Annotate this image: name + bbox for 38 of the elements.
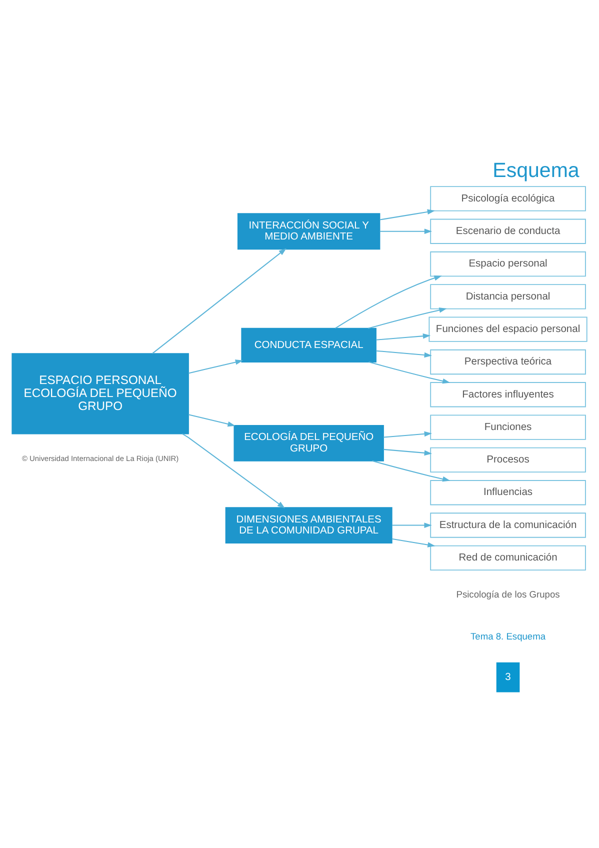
node-box: Espacio personal: [430, 250, 586, 276]
arrow: [152, 248, 286, 354]
label: Tema 8. Esquema: [470, 631, 546, 642]
node-box: CONDUCTA ESPACIAL: [241, 327, 376, 362]
node-box: Influencias: [430, 480, 586, 505]
arrow: [188, 414, 236, 426]
node-box: Estructura de la comunicación: [430, 512, 586, 538]
node-box: Perspectiva teórica: [430, 348, 586, 374]
node-box: Distancia personal: [430, 284, 586, 309]
label: Psicología de los Grupos: [456, 589, 560, 600]
node-box: Funciones del espacio personal: [428, 316, 588, 342]
arrow: [380, 228, 432, 234]
node-box: INTERACCIÓN SOCIAL Y MEDIO AMBIENTE: [237, 212, 380, 250]
arrow: [368, 361, 450, 384]
node-box: ECOLOGÍA DEL PEQUEÑO GRUPO: [234, 424, 384, 461]
node-box: Psicología ecológica: [430, 186, 586, 211]
arrow: [383, 448, 432, 456]
node-box: Procesos: [430, 446, 586, 472]
node-box: Funciones: [430, 414, 586, 440]
arrow: [380, 208, 436, 220]
node-box: Escenario de conducta: [430, 218, 586, 244]
arrow: [376, 332, 431, 340]
node-box: Factores influyentes: [430, 382, 586, 407]
arrow: [368, 307, 447, 328]
arrow: [182, 432, 286, 508]
node-box: ESPACIO PERSONAL ECOLOGÍA DEL PEQUEÑO GRUPO: [12, 352, 189, 434]
node-box: DIMENSIONES AMBIENTALES DE LA COMUNIDAD GRUPAL: [225, 506, 392, 543]
label: © Universidad Internacional de La Rioja (UNIR): [22, 453, 179, 462]
arrow: [376, 350, 432, 358]
arrow: [188, 359, 244, 374]
arrow: [392, 538, 436, 547]
label: 3: [505, 671, 511, 682]
arrow: [392, 522, 432, 528]
arrow: [372, 460, 450, 482]
node-box: Red de comunicación: [430, 544, 586, 570]
arrow: [334, 274, 442, 328]
diagram-title: Esquema: [492, 158, 580, 182]
arrow: [383, 430, 432, 438]
